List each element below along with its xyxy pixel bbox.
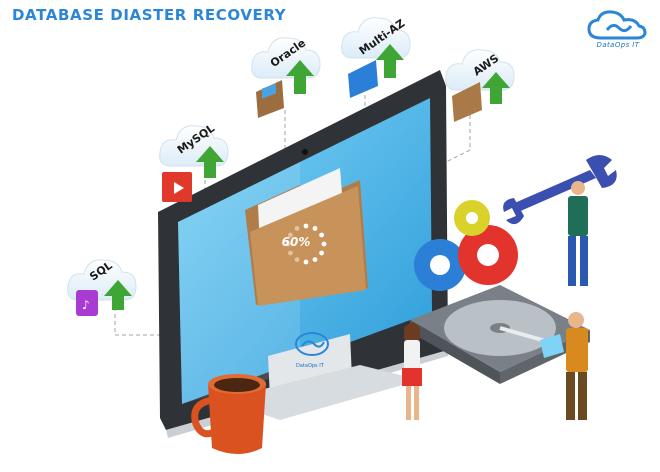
progress-label: 60% bbox=[282, 235, 311, 249]
gears-icon bbox=[414, 200, 518, 291]
progress-dot bbox=[294, 257, 300, 262]
progress-dot bbox=[285, 241, 291, 247]
cloud-logo-icon bbox=[587, 10, 647, 40]
brand-logo: DataOps IT bbox=[583, 8, 653, 56]
page-title: DATABASE DIASTER RECOVERY bbox=[12, 6, 287, 24]
progress-dot bbox=[319, 250, 324, 256]
progress-dot bbox=[312, 226, 318, 231]
cloud-sql: ♪ SQL bbox=[67, 259, 137, 316]
progress-dot bbox=[321, 241, 327, 247]
progress-dot bbox=[288, 250, 293, 256]
progress-dot bbox=[303, 223, 309, 229]
person-man-laptop bbox=[540, 312, 588, 420]
person-engineer bbox=[568, 181, 588, 286]
progress-dot bbox=[294, 226, 300, 231]
wrench-icon bbox=[503, 155, 617, 225]
person-woman bbox=[402, 323, 422, 420]
stand-logo-icon: DataOps IT bbox=[295, 332, 329, 369]
music-file-icon bbox=[76, 290, 98, 316]
stand-logo-text: DataOps IT bbox=[296, 363, 325, 369]
progress-dot bbox=[319, 232, 324, 238]
cloud-oracle: Oracle bbox=[251, 36, 321, 118]
image-file-icon bbox=[256, 80, 284, 118]
cloud-multi-az: Multi-AZ bbox=[341, 17, 411, 98]
progress-dot bbox=[288, 232, 293, 238]
coffee-mug-icon bbox=[191, 374, 266, 454]
brand-name: DataOps IT bbox=[596, 41, 640, 49]
cloud-aws: AWS bbox=[445, 49, 515, 122]
svg-text:♪: ♪ bbox=[82, 298, 90, 312]
folder-icon bbox=[452, 82, 482, 122]
progress-spinner-icon bbox=[285, 223, 327, 265]
folder-progress: 60% bbox=[245, 168, 368, 306]
blue-folder-icon bbox=[348, 60, 378, 98]
progress-dot bbox=[312, 257, 318, 262]
progress-dot bbox=[303, 259, 309, 265]
